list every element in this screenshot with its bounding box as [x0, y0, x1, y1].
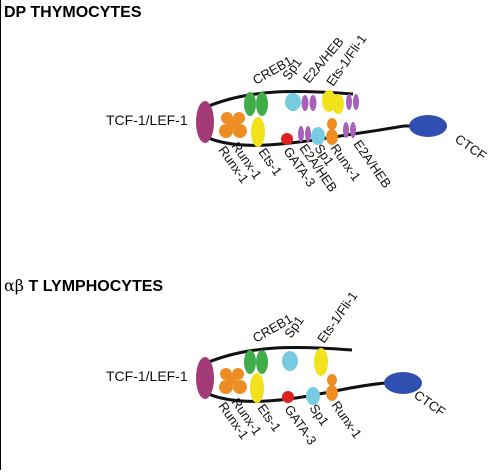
panel-title-greek: αβ	[4, 276, 25, 295]
creb1-protein	[256, 92, 268, 116]
sp1-protein	[285, 93, 301, 111]
panel-ab-t-lymphocytes: TCF-1/LEF-1 CTCF CREB1 Sp1 Ets-1/Fli-1 R…	[106, 289, 448, 448]
right-label: CTCF	[411, 387, 448, 419]
sp1-protein	[282, 351, 298, 371]
panel-dp-thymocytes: TCF-1/LEF-1 CTCF CREB1 Sp1 E2A/HEB Ets-1…	[106, 32, 489, 195]
sp1-protein	[311, 127, 325, 145]
e2a-heb-protein	[346, 94, 352, 110]
e2a-heb-protein	[305, 126, 311, 142]
ets1-fli1-protein	[314, 348, 328, 376]
runx-protein	[327, 118, 337, 130]
runx-protein	[326, 129, 338, 145]
right-label: CTCF	[452, 131, 489, 163]
panel-title-dp-thymocytes: DP THYMOCYTES	[4, 4, 142, 22]
e2a-heb-protein	[353, 94, 359, 110]
bottom-label-runx1: Runx-1	[329, 398, 365, 441]
runx-protein	[326, 385, 338, 401]
tcf-lef-protein	[196, 101, 214, 143]
creb1-protein	[256, 350, 268, 374]
creb1-protein	[244, 350, 256, 374]
ets1-fli1-protein	[332, 94, 344, 114]
dna-loop-top	[203, 89, 354, 110]
left-label: TCF-1/LEF-1	[106, 368, 188, 384]
panel-title-text: T LYMPHOCYTES	[28, 278, 164, 295]
panel-title-text: DP THYMOCYTES	[4, 4, 142, 21]
dna-loop-top	[203, 345, 353, 366]
runx-protein	[228, 119, 238, 129]
runx-protein	[233, 380, 247, 394]
runx-protein	[227, 375, 237, 385]
e2a-heb-protein	[301, 95, 309, 111]
e2a-heb-protein	[343, 122, 349, 138]
left-label: TCF-1/LEF-1	[106, 112, 188, 128]
panel-title-ab-t-lymphocytes: αβ T LYMPHOCYTES	[4, 276, 163, 296]
top-label-ets1-fli1: Ets-1/Fli-1	[314, 289, 360, 346]
sp1-protein	[306, 387, 320, 405]
e2a-heb-protein	[298, 126, 304, 142]
runx-protein	[327, 374, 337, 386]
tcf-lef-protein	[196, 357, 214, 399]
bottom-label-e2a-heb: E2A/HEB	[351, 137, 395, 191]
gata3-protein	[282, 391, 294, 403]
ctcf-protein	[409, 115, 447, 137]
gata3-protein	[281, 133, 293, 145]
ets1-protein	[250, 373, 264, 403]
ctcf-protein	[384, 372, 422, 394]
e2a-heb-protein	[350, 122, 356, 138]
ets1-protein	[251, 117, 265, 147]
dna-loop-bottom	[203, 124, 405, 147]
e2a-heb-protein	[309, 95, 317, 111]
creb1-protein	[244, 92, 256, 116]
